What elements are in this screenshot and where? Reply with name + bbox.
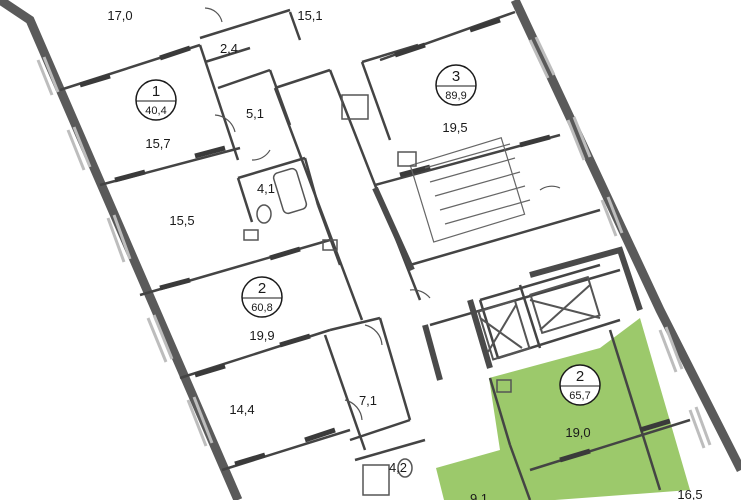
room-area: 19,0 (565, 425, 590, 440)
left-facade (0, 0, 243, 500)
bathroom-fixtures (243, 94, 512, 496)
room-area: 9,1 (470, 491, 488, 500)
apartment-badge-3[interactable]: 3 89,9 (435, 64, 477, 106)
room-area: 15,5 (169, 213, 194, 228)
right-facade (510, 0, 741, 473)
highlighted-apartment[interactable] (436, 318, 690, 500)
room-area: 7,1 (359, 393, 377, 408)
room-area: 16,5 (677, 487, 702, 500)
apartment-rooms: 2 (576, 368, 584, 385)
room-area: 19,9 (249, 328, 274, 343)
room-area: 14,4 (229, 402, 254, 417)
core-walls (372, 186, 643, 381)
apartment-badge-1[interactable]: 1 40,4 (135, 79, 177, 121)
apartment-rooms: 2 (258, 280, 266, 297)
room-area: 5,1 (246, 106, 264, 121)
window-sills (79, 17, 671, 467)
apartment-area: 40,4 (145, 105, 166, 117)
room-area: 19,5 (442, 120, 467, 135)
apartment-area: 60,8 (251, 302, 272, 314)
apartment-area: 89,9 (445, 90, 466, 102)
room-area: 17,0 (107, 8, 132, 23)
apartment-badge-2b[interactable]: 2 65,7 (559, 364, 601, 406)
room-area: 2,4 (220, 41, 238, 56)
apartment-rooms: 1 (152, 83, 160, 100)
staircase (409, 136, 531, 243)
room-labels: 17,0 15,1 2,4 15,7 5,1 19,5 4,1 15,5 19,… (107, 8, 702, 500)
elevators (477, 275, 601, 361)
apartment-area: 65,7 (569, 390, 590, 402)
highlighted-apartment-fill (436, 318, 690, 500)
apartment-badge-2a[interactable]: 2 60,8 (241, 276, 283, 318)
room-area: 4,1 (257, 181, 275, 196)
doors (204, 7, 561, 421)
windows (36, 36, 712, 449)
room-area: 4,2 (389, 460, 407, 475)
room-area: 15,1 (297, 8, 322, 23)
room-area: 15,7 (145, 136, 170, 151)
apartment-rooms: 3 (452, 68, 460, 85)
